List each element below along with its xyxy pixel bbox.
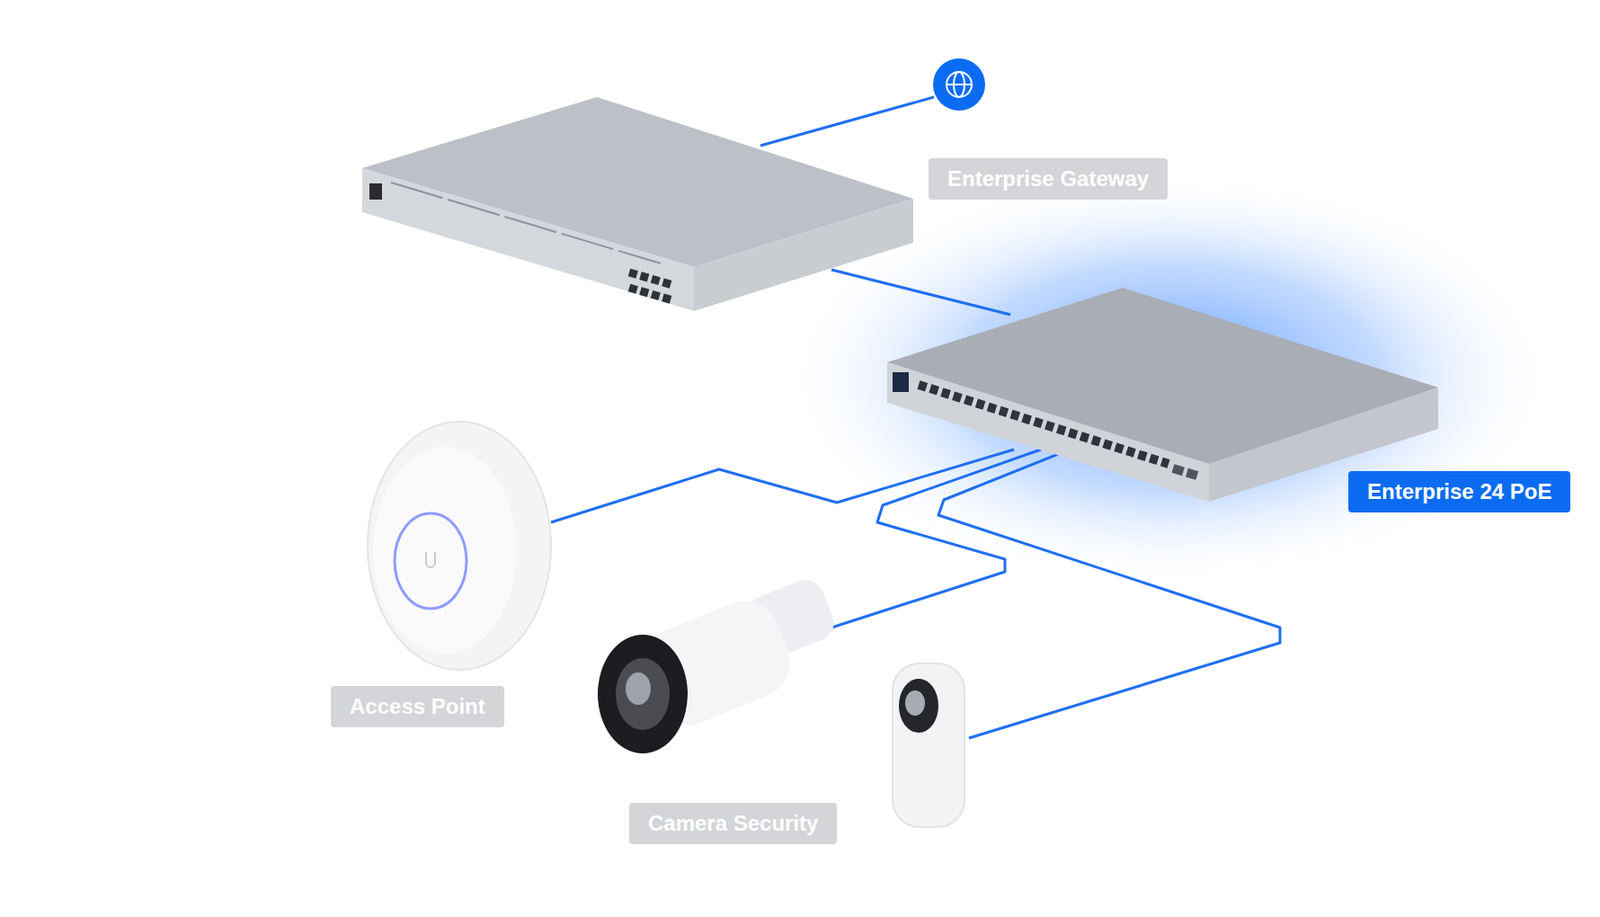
camera-front — [597, 634, 688, 754]
switch-node: Enterprise 24 PoE — [887, 314, 1439, 450]
camera-lens — [615, 657, 670, 730]
globe-equator — [946, 83, 972, 86]
device-label: Access Point — [330, 685, 505, 728]
ap-led-ring — [394, 513, 467, 609]
dome-camera-band — [898, 678, 939, 733]
access-point-node: Access Point — [330, 421, 552, 729]
device-label: Camera Security — [629, 802, 837, 845]
switch-front — [887, 362, 1209, 502]
device-label: Enterprise 24 PoE — [1348, 471, 1571, 513]
switch-display — [892, 372, 909, 392]
gateway-side — [693, 198, 914, 312]
switch-sfp-ports — [1173, 468, 1200, 477]
ap-face — [373, 446, 517, 654]
globe-icon — [946, 71, 972, 98]
ap-disc — [367, 421, 552, 670]
gateway-front — [362, 168, 694, 312]
switch-ports — [918, 384, 1169, 464]
ap-logo — [426, 551, 436, 568]
gateway-ports — [629, 287, 673, 301]
device-label: Enterprise Gateway — [928, 158, 1168, 200]
gateway-display — [369, 183, 383, 200]
dome-camera-lens — [905, 690, 925, 716]
network-cable — [831, 269, 1011, 315]
gateway-node: Enterprise Gateway — [362, 89, 1164, 270]
internet-wire — [760, 97, 934, 146]
dome-camera-body — [892, 663, 965, 827]
gateway-slot — [391, 182, 661, 264]
network-cable — [551, 449, 1014, 523]
camera-glass — [625, 672, 651, 705]
camera-node: Camera Security — [596, 629, 969, 845]
gateway-ports — [629, 272, 673, 285]
globe-circle — [933, 58, 986, 111]
